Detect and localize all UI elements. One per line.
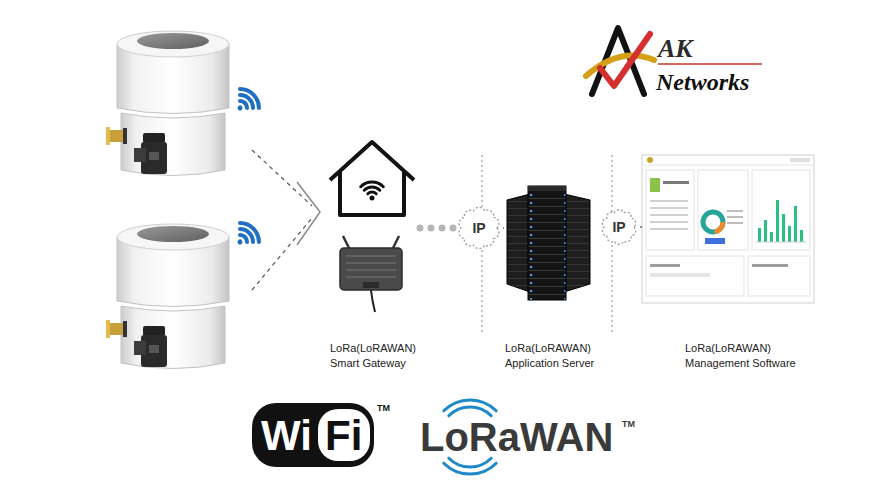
logo-mark [586,28,654,94]
trademark: TM [622,420,635,429]
bubble-link [420,225,455,232]
ip-cloud: IP [598,205,640,249]
chevron [297,182,320,245]
logo-rule [658,63,762,65]
wifi-signal [229,85,263,119]
wifi-logo-inner [318,409,370,461]
dashboard-screenshot [642,155,814,303]
separator [612,155,613,335]
water-meter [106,31,229,176]
ip-link [640,226,642,228]
wifi-logo [252,403,374,467]
wifi-signal [229,219,263,253]
gateway-device [340,236,402,312]
cloud-shape [459,207,499,248]
wifi-logo-text: Wi [261,415,312,457]
wifi-logo-text: Fi [325,415,362,457]
radio-link [252,218,312,290]
ip-cloud: IP [455,204,503,252]
radio-link [252,150,312,206]
gateway-node: LoRa(LoRAWAN) Smart Gateway [325,135,420,375]
logo-text: AK [658,36,693,62]
ip-link [503,227,504,229]
lorawan-logo-text: LoRaWAN [420,417,613,457]
software-node: LoRa(LoRAWAN) Management Software [642,150,817,375]
home-wifi [361,182,384,200]
trademark: TM [377,404,390,413]
ip-text: IP [472,221,485,235]
cloud-shape [602,210,635,245]
component-caption: LoRa(LoRAWAN) Smart Gateway [330,341,420,371]
server-node: LoRa(LoRAWAN) Application Server [504,180,598,390]
ip-text: IP [612,220,625,234]
component-caption: LoRa(LoRAWAN) Application Server [505,341,598,371]
water-meter [106,224,229,369]
home-icon [330,142,414,215]
server-racks [507,186,590,300]
logo-text: Networks [656,70,749,94]
component-caption: LoRa(LoRAWAN) Management Software [685,341,800,371]
